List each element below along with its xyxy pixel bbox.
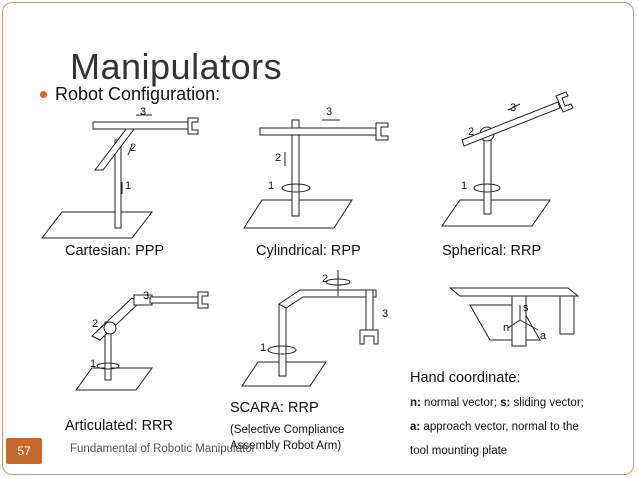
bullet-text: Robot Configuration: bbox=[55, 84, 221, 104]
s-key: s: bbox=[500, 397, 511, 409]
articulated-robot-figure bbox=[75, 291, 209, 391]
cartesian-robot-figure bbox=[40, 114, 199, 239]
bullet-robot-configuration: Robot Configuration: bbox=[40, 84, 220, 105]
articulated-label: Articulated: RRR bbox=[65, 418, 173, 434]
n-key: n: bbox=[410, 397, 421, 409]
cylindrical-label: Cylindrical: RPP bbox=[256, 243, 361, 259]
cylindrical-joint-1-label: 1 bbox=[268, 180, 275, 192]
n-desc: normal vector; bbox=[420, 397, 501, 409]
slide-frame bbox=[2, 2, 634, 475]
slide-number: 57 bbox=[6, 438, 42, 464]
hand-coordinate-title: Hand coordinate: bbox=[410, 370, 521, 386]
hand-coordinate-line3: tool mounting plate bbox=[410, 445, 508, 457]
hand-vector-s-label: s bbox=[523, 302, 529, 314]
cylindrical-joint-2-label: 2 bbox=[275, 152, 282, 164]
hand-vector-a-label: a bbox=[540, 330, 547, 342]
spherical-label: Spherical: RRP bbox=[442, 243, 542, 259]
articulated-joint-1-label: 1 bbox=[90, 358, 97, 370]
s-desc: sliding vector; bbox=[510, 397, 584, 409]
cartesian-label: Cartesian: PPP bbox=[65, 243, 165, 259]
spherical-joint-1-label: 1 bbox=[461, 180, 468, 192]
scara-subtitle-line1: (Selective Compliance bbox=[230, 424, 345, 436]
cartesian-joint-2-label: 2 bbox=[130, 142, 137, 154]
hand-coordinate-line2: a: approach vector, normal to the bbox=[410, 421, 579, 433]
a-key: a: bbox=[410, 421, 421, 433]
scara-robot-figure bbox=[241, 270, 379, 387]
a-desc: approach vector, normal to the bbox=[420, 421, 579, 433]
slide-footer: Fundamental of Robotic Manipulator bbox=[70, 443, 256, 455]
spherical-joint-2-label: 2 bbox=[468, 126, 475, 138]
scara-subtitle-line2: Assembly Robot Arm) bbox=[230, 440, 342, 452]
bullet-dot-icon bbox=[40, 91, 47, 98]
cartesian-joint-1-label: 1 bbox=[125, 180, 132, 192]
hand-coordinate-figure bbox=[448, 287, 580, 347]
spherical-joint-3-label: 3 bbox=[510, 102, 517, 114]
spherical-robot-figure bbox=[441, 91, 574, 227]
articulated-joint-3-label: 3 bbox=[143, 290, 150, 302]
scara-joint-2-label: 2 bbox=[322, 273, 329, 285]
articulated-joint-2-label: 2 bbox=[92, 318, 99, 330]
scara-joint-3-label: 3 bbox=[382, 308, 389, 320]
slide-title: Manipulators bbox=[70, 46, 283, 87]
cylindrical-joint-3-label: 3 bbox=[326, 106, 333, 118]
hand-vector-n-label: n bbox=[503, 322, 510, 334]
cartesian-joint-3-label: 3 bbox=[140, 106, 147, 118]
cylindrical-robot-figure bbox=[243, 119, 389, 229]
scara-joint-1-label: 1 bbox=[260, 342, 267, 354]
hand-coordinate-line1: n: normal vector; s: sliding vector; bbox=[410, 397, 584, 409]
scara-label: SCARA: RRP bbox=[230, 400, 319, 416]
